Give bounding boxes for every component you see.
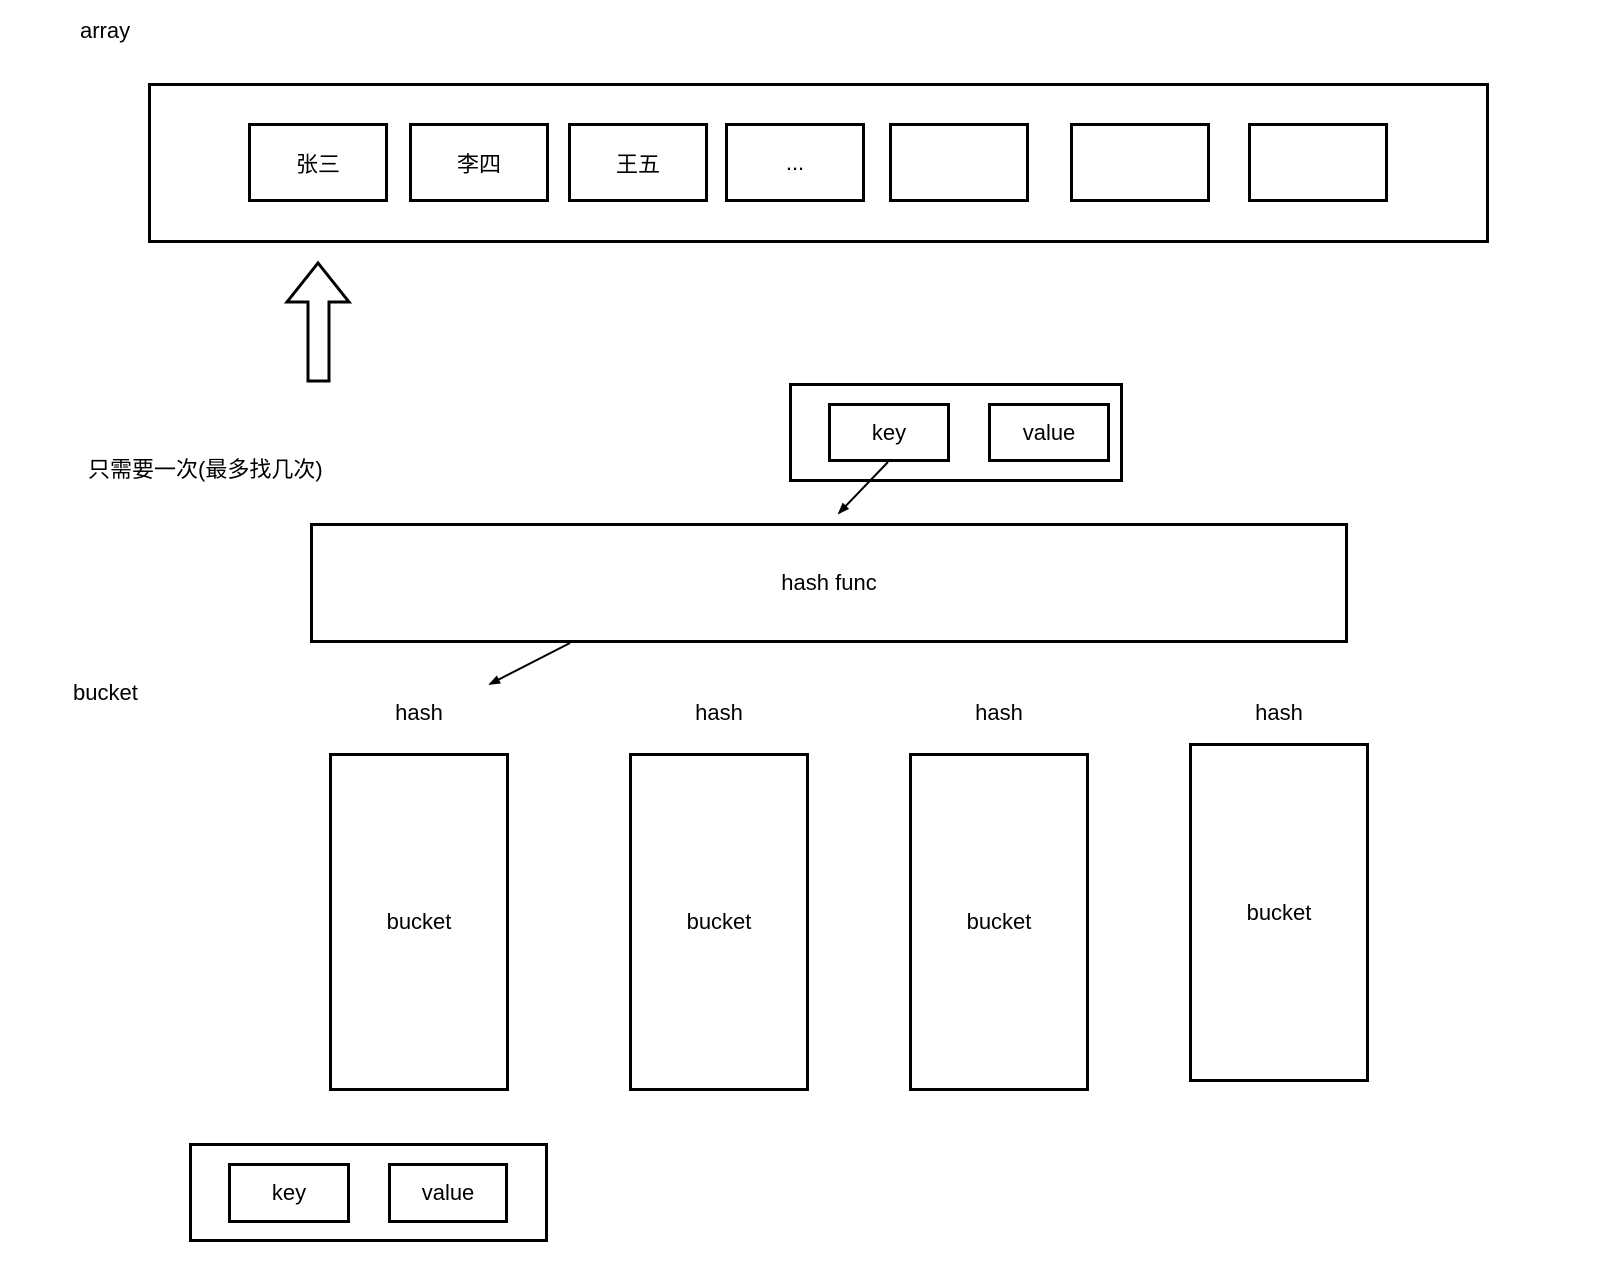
hash-label: hash (1255, 700, 1303, 725)
bucket-box: bucket (329, 753, 509, 1091)
hash-func-label: hash func (781, 570, 877, 595)
up-block-arrow-icon (283, 260, 353, 383)
key-box-top: key (828, 403, 950, 462)
array-cell (1070, 123, 1210, 202)
array-cell (889, 123, 1029, 202)
array-cell (1248, 123, 1388, 202)
value-box-top: value (988, 403, 1110, 462)
hash-func-box: hash func (310, 523, 1348, 643)
hash-label: hash (695, 700, 743, 725)
array-cell: ... (725, 123, 865, 202)
hash-label: hash (975, 700, 1023, 725)
bucket-box: bucket (909, 753, 1089, 1091)
array-cell: 王五 (568, 123, 708, 202)
array-section-label: array (80, 18, 131, 43)
bucket-box: bucket (629, 753, 809, 1091)
lookup-note-label: 只需要一次(最多找几次) (88, 457, 323, 482)
key-box-bottom: key (228, 1163, 350, 1223)
bucket-section-label: bucket (73, 680, 138, 705)
bucket-box: bucket (1189, 743, 1369, 1082)
value-box-bottom: value (388, 1163, 508, 1223)
array-cell: 李四 (409, 123, 549, 202)
array-cell: 张三 (248, 123, 388, 202)
hash-label: hash (395, 700, 443, 725)
hashfunc-to-bucket-arrow-icon (488, 642, 571, 685)
